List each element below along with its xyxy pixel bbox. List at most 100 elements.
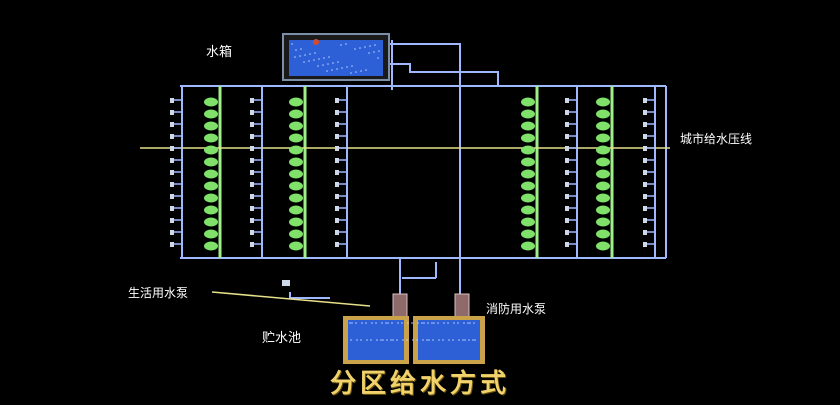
water-texture-dot [351, 65, 353, 67]
faucet-icon [170, 242, 174, 247]
faucet-icon [335, 194, 339, 199]
water-texture-dot [428, 339, 430, 341]
water-texture-dot [472, 339, 474, 341]
hydrant-icon [289, 181, 303, 191]
hydrant-icon [289, 133, 303, 143]
faucet-icon [170, 158, 174, 163]
water-texture-dot [402, 339, 404, 341]
water-texture-dot [421, 322, 423, 324]
faucet-icon [335, 98, 339, 103]
hydrant-icon [521, 229, 535, 239]
water-texture-dot [464, 339, 466, 341]
water-texture-dot [365, 69, 367, 71]
water-texture-dot [371, 322, 373, 324]
water-texture-dot [442, 339, 444, 341]
faucet-icon [335, 242, 339, 247]
water-texture-dot [382, 339, 384, 341]
water-texture-dot [360, 339, 362, 341]
water-texture-dot [308, 60, 310, 62]
hydrant-icon [596, 109, 610, 119]
hydrant-icon [521, 241, 535, 251]
water-texture-dot [407, 322, 409, 324]
faucet-icon [250, 230, 254, 235]
water-texture-dot [345, 43, 347, 45]
faucet-icon [643, 158, 647, 163]
hydrant-icon [204, 121, 218, 131]
water-texture-dot [411, 322, 413, 324]
water-texture-dot [401, 322, 403, 324]
water-texture-dot [303, 61, 305, 63]
water-texture-dot [318, 58, 320, 60]
water-texture-dot [467, 322, 469, 324]
water-texture-dot [370, 339, 372, 341]
hydrant-icon [289, 121, 303, 131]
water-texture-dot [369, 45, 371, 47]
water-texture-dot [300, 48, 302, 50]
faucet-icon [643, 230, 647, 235]
water-texture-dot [396, 339, 398, 341]
faucet-icon [565, 98, 569, 103]
faucet-icon [565, 218, 569, 223]
hydrant-icon [596, 97, 610, 107]
water-texture-dot [350, 339, 352, 341]
water-texture-dot [423, 322, 425, 324]
water-texture-dot [291, 43, 293, 45]
hydrant-icon [521, 205, 535, 215]
faucet-icon [170, 230, 174, 235]
hydrant-icon [289, 229, 303, 239]
water-texture-dot [392, 339, 394, 341]
water-texture-dot [417, 322, 419, 324]
faucet-icon [335, 110, 339, 115]
hydrant-icon [204, 97, 218, 107]
faucet-icon [335, 146, 339, 151]
faucet-icon [565, 122, 569, 127]
faucet-icon [250, 170, 254, 175]
water-texture-dot [474, 339, 476, 341]
water-texture-dot [375, 322, 377, 324]
faucet-icon [250, 206, 254, 211]
reservoir-label: 贮水池 [262, 331, 302, 346]
faucet-icon [643, 122, 647, 127]
faucet-icon [565, 134, 569, 139]
faucet-icon [565, 146, 569, 151]
hydrant-icon [521, 169, 535, 179]
water-texture-dot [365, 322, 367, 324]
hydrant-icon [521, 97, 535, 107]
water-texture-dot [433, 322, 435, 324]
hydrant-icon [204, 157, 218, 167]
hydrant-icon [289, 157, 303, 167]
faucet-icon [250, 122, 254, 127]
water-texture-dot [355, 71, 357, 73]
water-texture-dot [431, 322, 433, 324]
water-texture-dot [427, 322, 429, 324]
water-texture-dot [332, 62, 334, 64]
water-texture-dot [299, 55, 301, 57]
water-texture-dot [313, 59, 315, 61]
faucet-icon [170, 146, 174, 151]
hydrant-icon [521, 121, 535, 131]
fire-pump-label: 消防用水泵 [486, 302, 547, 316]
water-texture-dot [390, 339, 392, 341]
faucet-icon [335, 218, 339, 223]
faucet-icon [335, 170, 339, 175]
water-texture-dot [327, 63, 329, 65]
hydrant-icon [289, 97, 303, 107]
water-texture-dot [468, 339, 470, 341]
hydrant-icon [289, 109, 303, 119]
water-texture-dot [385, 322, 387, 324]
faucet-icon [170, 194, 174, 199]
faucet-icon [170, 122, 174, 127]
faucet-icon [335, 134, 339, 139]
water-texture-dot [380, 339, 382, 341]
water-texture-dot [328, 56, 330, 58]
hydrant-icon [289, 241, 303, 251]
faucet-icon [250, 98, 254, 103]
faucet-icon [643, 98, 647, 103]
hydrant-icon [596, 217, 610, 227]
faucet-icon [335, 158, 339, 163]
water-texture-dot [437, 322, 439, 324]
water-texture-dot [469, 322, 471, 324]
water-texture-dot [386, 339, 388, 341]
faucet-icon [643, 182, 647, 187]
